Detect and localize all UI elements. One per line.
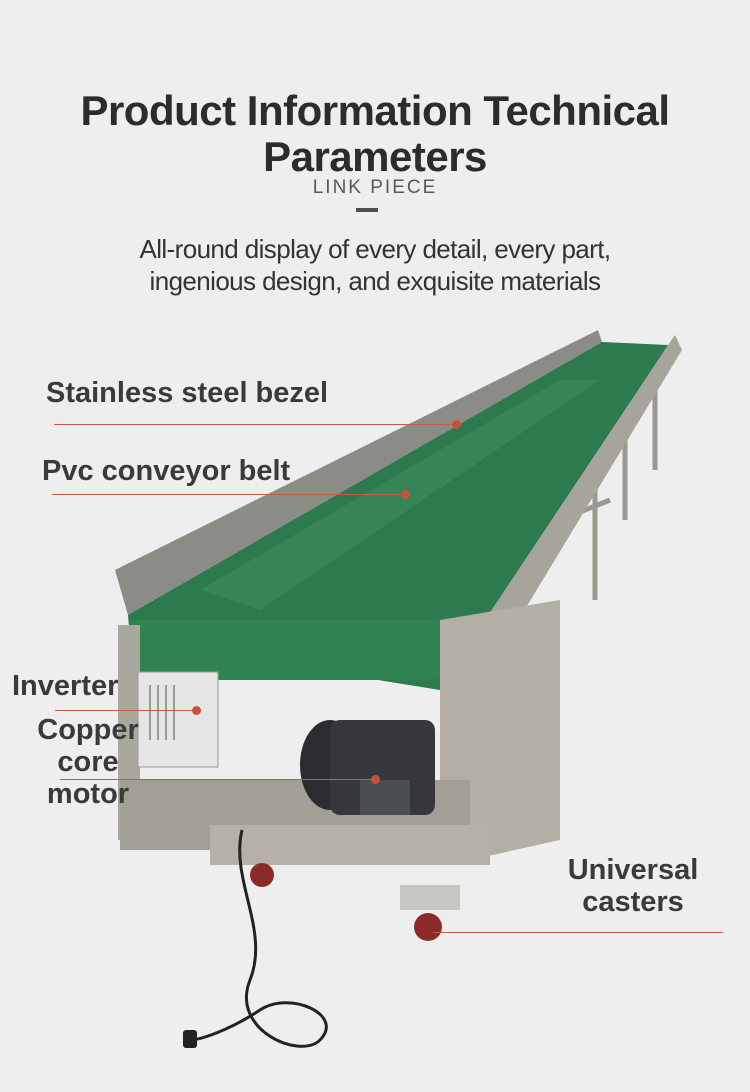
callout-copper-core-motor: Copper core motor xyxy=(37,714,139,810)
callout-universal-casters: Universal casters xyxy=(567,854,699,918)
callout-stainless-steel-bezel: Stainless steel bezel xyxy=(46,377,329,409)
subtitle: LINK PIECE xyxy=(312,177,438,198)
page-title: Product Information Technical Parameters xyxy=(0,88,750,180)
callout-line xyxy=(60,779,376,780)
callout-line xyxy=(433,932,723,933)
callout-line xyxy=(55,710,197,711)
description-line-1: All-round display of every detail, every… xyxy=(139,234,612,264)
callout-dot xyxy=(401,490,410,499)
title-line-1: Product Information Technical xyxy=(80,87,670,134)
description-line-2: ingenious design, and exquisite material… xyxy=(149,266,602,296)
title-line-2: Parameters xyxy=(263,133,487,180)
callout-dot xyxy=(371,775,380,784)
inverter-box xyxy=(137,671,219,768)
callout-pvc-conveyor-belt: Pvc conveyor belt xyxy=(42,455,291,487)
power-cord xyxy=(189,829,328,1048)
caster xyxy=(414,913,442,941)
callout-dot xyxy=(452,420,461,429)
stainless-bezel-right xyxy=(440,335,682,700)
callout-line xyxy=(54,424,456,425)
caster xyxy=(250,863,274,887)
callout-dot xyxy=(192,706,201,715)
callout-line xyxy=(52,494,406,495)
callout-inverter: Inverter xyxy=(12,670,119,702)
stainless-bezel-left xyxy=(115,330,602,615)
title-divider xyxy=(356,208,378,212)
description: All-round display of every detail, every… xyxy=(0,233,750,297)
